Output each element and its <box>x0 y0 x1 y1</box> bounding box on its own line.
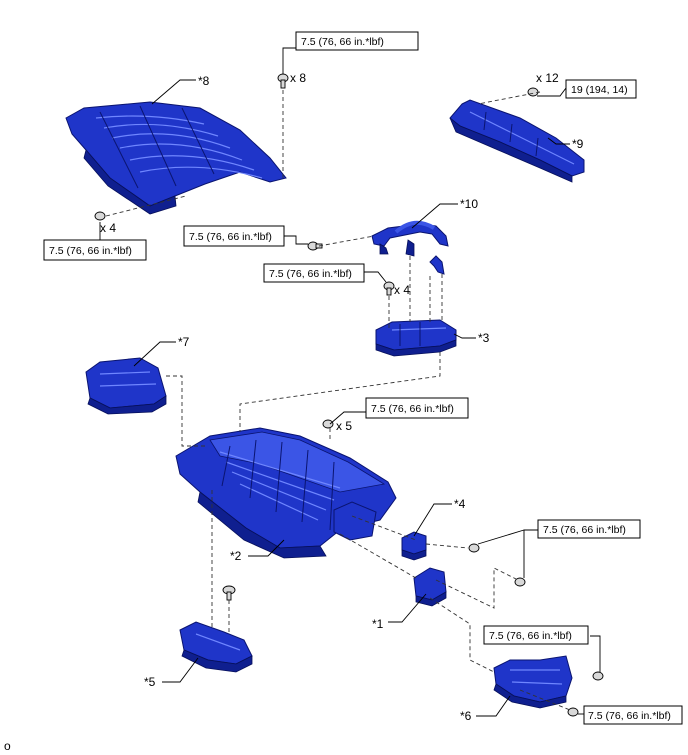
quantity-label: x 5 <box>336 419 352 433</box>
part-label-4: *4 <box>454 497 466 511</box>
torque-callouts: 7.5 (76, 66 in.*lbf) 19 (194, 14) 7.5 (7… <box>43 31 683 725</box>
bolt-icons <box>94 73 604 717</box>
quantity-label: x 12 <box>536 71 559 85</box>
torque-value: 7.5 (76, 66 in.*lbf) <box>269 268 352 280</box>
part-label-6: *6 <box>460 709 472 723</box>
torque-callout: 19 (194, 14) <box>565 79 637 99</box>
torque-value: 7.5 (76, 66 in.*lbf) <box>371 403 454 415</box>
part-label-2: *2 <box>230 549 242 563</box>
part-label-3: *3 <box>478 331 490 345</box>
torque-value: 19 (194, 14) <box>571 84 628 96</box>
torque-callout: 7.5 (76, 66 in.*lbf) <box>263 263 365 283</box>
quantity-label: x 8 <box>290 71 306 85</box>
part-labels: *8 *9 *10 *3 *7 *4 *2 *1 *5 *6 <box>144 74 584 723</box>
bolt-icon <box>94 211 106 221</box>
part-label-1: *1 <box>372 617 384 631</box>
torque-callout: 7.5 (76, 66 in.*lbf) <box>295 31 419 51</box>
quantity-label: x 4 <box>100 221 116 235</box>
part-bracket-one <box>413 567 447 607</box>
quantity-label: x 4 <box>394 283 410 297</box>
part-lower-left-bracket <box>179 621 253 673</box>
torque-value: 7.5 (76, 66 in.*lbf) <box>489 630 572 642</box>
part-upper-cover <box>65 101 287 215</box>
part-right-rail <box>449 99 585 183</box>
torque-value: 7.5 (76, 66 in.*lbf) <box>49 245 132 257</box>
torque-value: 7.5 (76, 66 in.*lbf) <box>543 524 626 536</box>
quantity-labels: x 8 x 12 x 4 x 4 x 5 <box>100 71 559 433</box>
torque-callout: 7.5 (76, 66 in.*lbf) <box>483 625 589 645</box>
bolt-icon <box>514 577 526 587</box>
bolt-icon <box>567 707 579 717</box>
corner-mark: o <box>4 739 11 753</box>
torque-value: 7.5 (76, 66 in.*lbf) <box>189 231 272 243</box>
part-battery-assembly <box>175 427 397 559</box>
assembly-lines <box>105 90 571 711</box>
bolt-icon <box>592 671 604 681</box>
part-label-8: *8 <box>198 74 210 88</box>
torque-callout: 7.5 (76, 66 in.*lbf) <box>183 225 285 247</box>
torque-callout: 7.5 (76, 66 in.*lbf) <box>537 519 641 539</box>
part-small-bracket <box>401 531 427 561</box>
part-label-7: *7 <box>178 335 190 349</box>
bolt-icon <box>322 419 334 429</box>
part-wire-harness <box>371 220 449 275</box>
bolt-icon <box>222 585 236 601</box>
bolt-icon <box>383 281 395 296</box>
part-junction-block <box>375 319 457 357</box>
torque-callout: 7.5 (76, 66 in.*lbf) <box>365 397 469 419</box>
bolt-icon <box>468 543 480 553</box>
part-left-bracket <box>85 357 167 415</box>
bolt-icon <box>277 73 289 89</box>
torque-callout: 7.5 (76, 66 in.*lbf) <box>583 705 683 725</box>
part-lower-right-bracket <box>493 655 573 709</box>
part-label-10: *10 <box>460 197 478 211</box>
torque-callout: 7.5 (76, 66 in.*lbf) <box>43 239 147 261</box>
leader-lines <box>99 47 601 717</box>
part-label-5: *5 <box>144 675 156 689</box>
torque-value: 7.5 (76, 66 in.*lbf) <box>588 710 671 722</box>
bolt-icon <box>527 87 539 97</box>
part-label-9: *9 <box>572 137 584 151</box>
torque-value: 7.5 (76, 66 in.*lbf) <box>301 36 384 48</box>
